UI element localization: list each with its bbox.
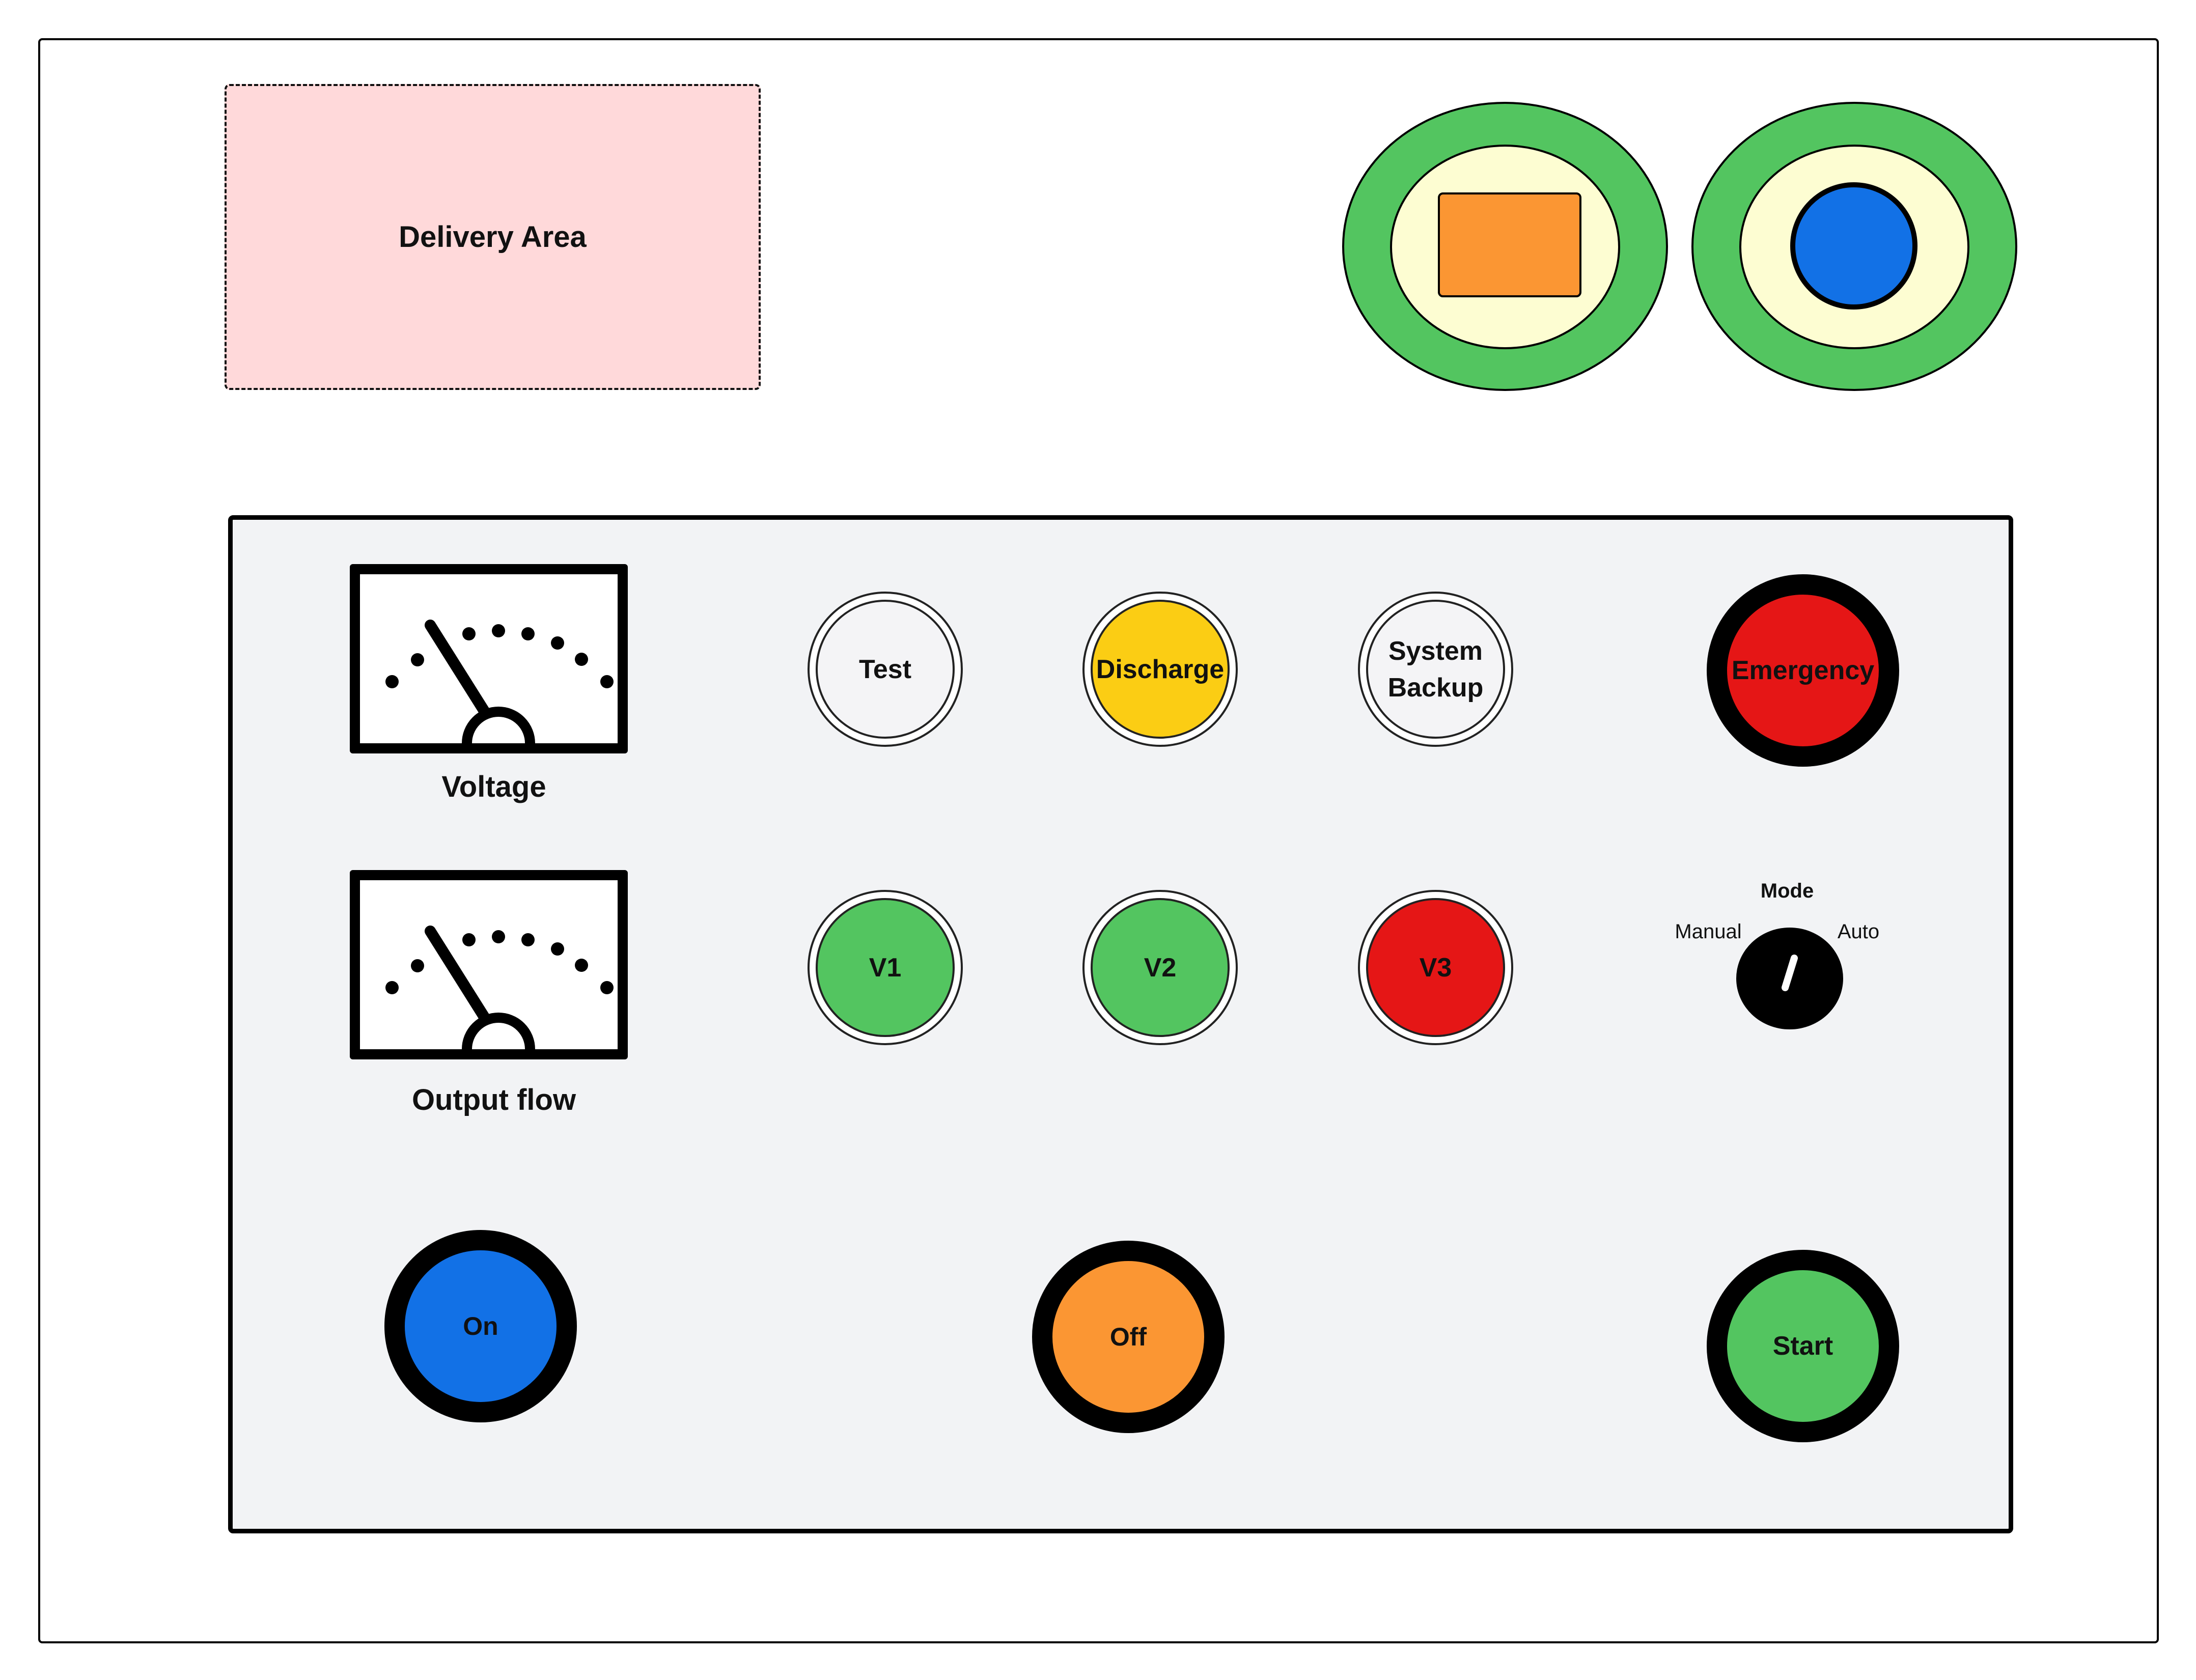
v1-button[interactable]: V1 [808, 890, 963, 1045]
v3-button[interactable]: V3 [1358, 890, 1513, 1045]
system-backup-button[interactable]: System Backup [1358, 592, 1513, 747]
delivery-area: Delivery Area [225, 84, 761, 390]
test-button-label: Test [858, 654, 912, 684]
emergency-button[interactable]: Emergency [1707, 574, 1899, 767]
discharge-button[interactable]: Discharge [1082, 592, 1238, 747]
v2-button[interactable]: V2 [1082, 890, 1238, 1045]
v2-button-label: V2 [1144, 953, 1177, 983]
system-backup-button-label-line1: System [1388, 636, 1483, 666]
voltage-gauge-label: Voltage [441, 770, 546, 803]
indicator-lamp-right [1691, 102, 2017, 391]
v3-button-face: V3 [1366, 898, 1505, 1037]
on-button-label: On [463, 1312, 498, 1340]
start-button-label: Start [1772, 1331, 1833, 1361]
v1-button-face: V1 [816, 898, 955, 1037]
on-button[interactable]: On [384, 1230, 577, 1422]
square-indicator-icon [1438, 192, 1581, 297]
v1-button-label: V1 [869, 953, 902, 983]
voltage-gauge [350, 564, 628, 753]
emergency-button-label: Emergency [1731, 656, 1875, 685]
test-button-face: Test [816, 600, 955, 739]
system-backup-button-label-line2: Backup [1387, 673, 1484, 703]
indicator-lamp-right-inner [1739, 145, 1969, 349]
off-button-label: Off [1109, 1323, 1147, 1351]
v2-button-face: V2 [1091, 898, 1230, 1037]
mode-switch-title: Mode [1760, 879, 1814, 902]
mode-switch-auto-label: Auto [1837, 920, 1880, 943]
test-button[interactable]: Test [808, 592, 963, 747]
v3-button-label: V3 [1419, 953, 1452, 983]
indicator-lamp-left [1342, 102, 1668, 391]
system-backup-button-face: System Backup [1366, 600, 1505, 739]
output-flow-gauge-label: Output flow [411, 1083, 576, 1116]
off-button[interactable]: Off [1032, 1241, 1225, 1433]
discharge-button-face: Discharge [1091, 600, 1230, 739]
output-flow-gauge [350, 870, 628, 1059]
indicator-lamp-left-inner [1390, 145, 1620, 349]
mode-switch-manual-label: Manual [1675, 920, 1742, 943]
round-indicator-icon [1790, 182, 1917, 310]
delivery-area-label: Delivery Area [399, 220, 587, 254]
discharge-button-label: Discharge [1096, 654, 1225, 684]
start-button[interactable]: Start [1707, 1250, 1899, 1442]
mode-selector-knob[interactable] [1736, 928, 1843, 1029]
